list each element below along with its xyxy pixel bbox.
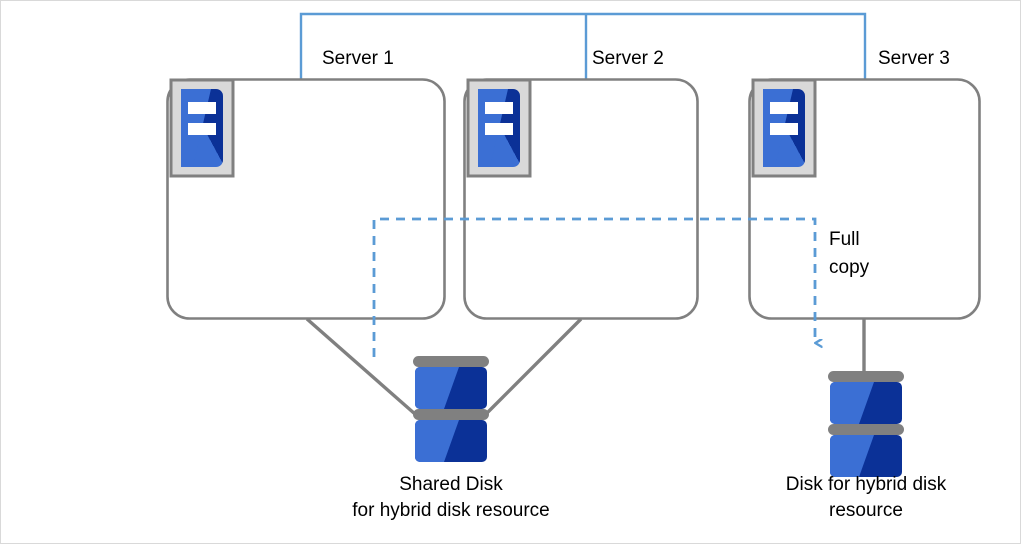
shared-disk-caption-line1: Shared Disk bbox=[399, 474, 503, 495]
server-icon-2 bbox=[466, 78, 532, 178]
full-copy-path bbox=[372, 217, 815, 357]
server-icon-1 bbox=[169, 78, 235, 178]
server-label-3: Server 3 bbox=[878, 48, 950, 69]
hybrid-disk-caption-line1: Disk for hybrid disk bbox=[785, 474, 947, 495]
full-copy-label-line1: Full bbox=[829, 229, 860, 250]
server-label-2: Server 2 bbox=[592, 48, 664, 69]
hybrid-disk-icon bbox=[828, 371, 904, 477]
shared-disk-caption-line2: for hybrid disk resource bbox=[352, 500, 550, 521]
shared-disk-connectors bbox=[305, 317, 583, 416]
full-copy-label-line2: copy bbox=[829, 257, 870, 278]
server-label-1: Server 1 bbox=[322, 48, 394, 69]
network-interconnect bbox=[299, 12, 867, 79]
shared-disk-icon bbox=[413, 356, 489, 462]
hybrid-disk-caption-line2: resource bbox=[829, 500, 903, 521]
server-icon-3 bbox=[751, 78, 817, 178]
